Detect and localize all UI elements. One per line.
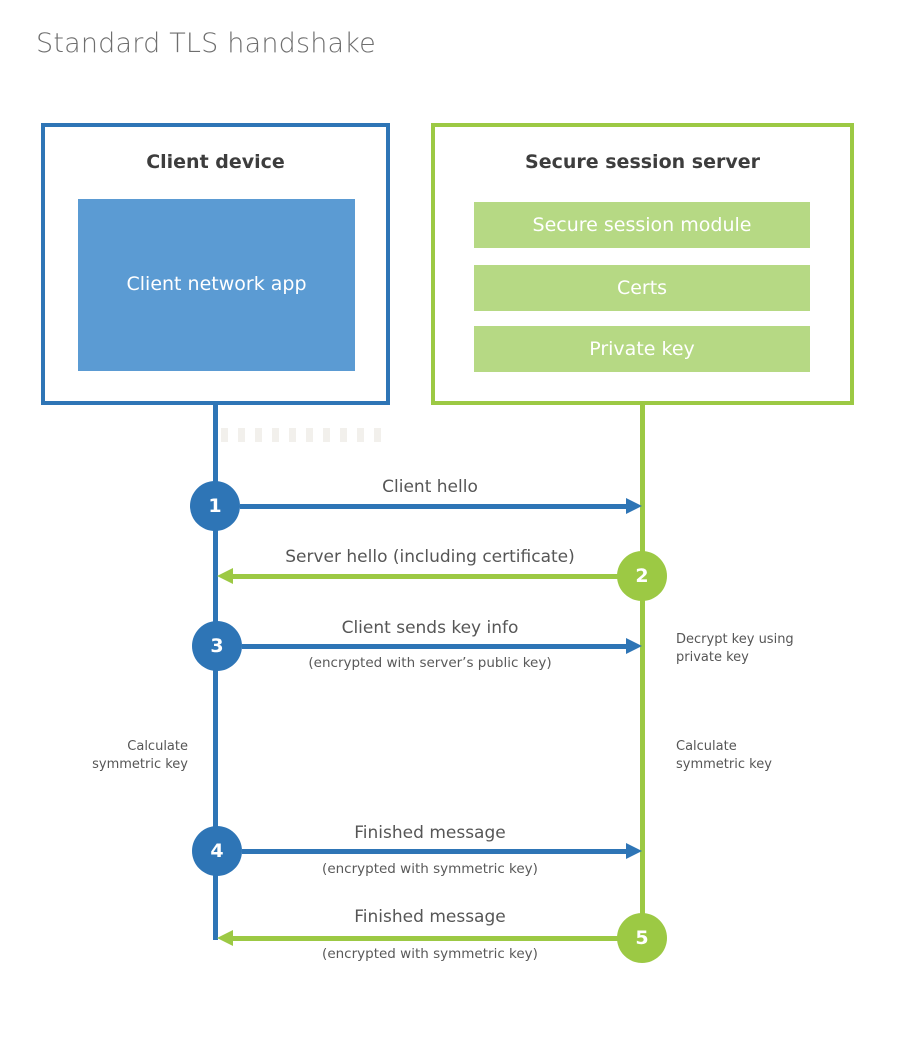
server-lifeline: [640, 403, 645, 938]
client-network-app-label: Client network app: [126, 273, 307, 296]
step-1-circle: 1: [190, 481, 240, 531]
client-lifeline: [213, 403, 218, 940]
server-module-label: Private key: [589, 338, 695, 360]
step-3-circle: 3: [192, 621, 242, 671]
note-calculate-symmetric-key-client: Calculate symmetric key: [92, 739, 188, 772]
step-2-label: Server hello (including certificate): [285, 547, 575, 567]
client-network-app-box: Client network app: [78, 199, 355, 371]
step-1-arrowhead-right-icon: [626, 498, 642, 514]
step-2-number: 2: [635, 565, 649, 587]
note-decrypt-key: Decrypt key using private key: [676, 632, 794, 665]
step-1-label: Client hello: [382, 477, 478, 497]
server-module-label: Secure session module: [532, 214, 752, 236]
step-5-arrow-line: [233, 936, 619, 941]
page-title: Standard TLS handshake: [36, 28, 376, 59]
step-2-arrow-line: [233, 574, 619, 579]
step-5-number: 5: [635, 927, 649, 949]
client-device-title: Client device: [146, 151, 285, 173]
step-4-label: Finished message: [354, 823, 506, 843]
step-2-arrowhead-left-icon: [217, 568, 233, 584]
step-5-arrowhead-left-icon: [217, 930, 233, 946]
step-4-number: 4: [210, 840, 224, 862]
step-3-sublabel: (encrypted with server’s public key): [308, 655, 552, 671]
note-calculate-symmetric-key-server: Calculate symmetric key: [676, 739, 772, 772]
step-1-number: 1: [208, 495, 222, 517]
step-3-arrowhead-right-icon: [626, 638, 642, 654]
step-5-sublabel: (encrypted with symmetric key): [322, 946, 538, 962]
step-3-number: 3: [210, 635, 224, 657]
server-module-label: Certs: [616, 277, 668, 299]
server-module-certs: Certs: [474, 265, 810, 311]
step-3-arrow-line: [242, 644, 627, 649]
secure-session-server-title: Secure session server: [525, 151, 760, 173]
step-2-circle: 2: [617, 551, 667, 601]
step-5-label: Finished message: [354, 907, 506, 927]
step-4-arrow-line: [242, 849, 627, 854]
step-4-circle: 4: [192, 826, 242, 876]
server-module-private-key: Private key: [474, 326, 810, 372]
faint-dashed-artifact: [221, 428, 391, 442]
step-3-label: Client sends key info: [341, 618, 519, 638]
step-1-arrow-line: [240, 504, 627, 509]
server-module-secure-session: Secure session module: [474, 202, 810, 248]
step-5-circle: 5: [617, 913, 667, 963]
step-4-sublabel: (encrypted with symmetric key): [322, 861, 538, 877]
step-4-arrowhead-right-icon: [626, 843, 642, 859]
